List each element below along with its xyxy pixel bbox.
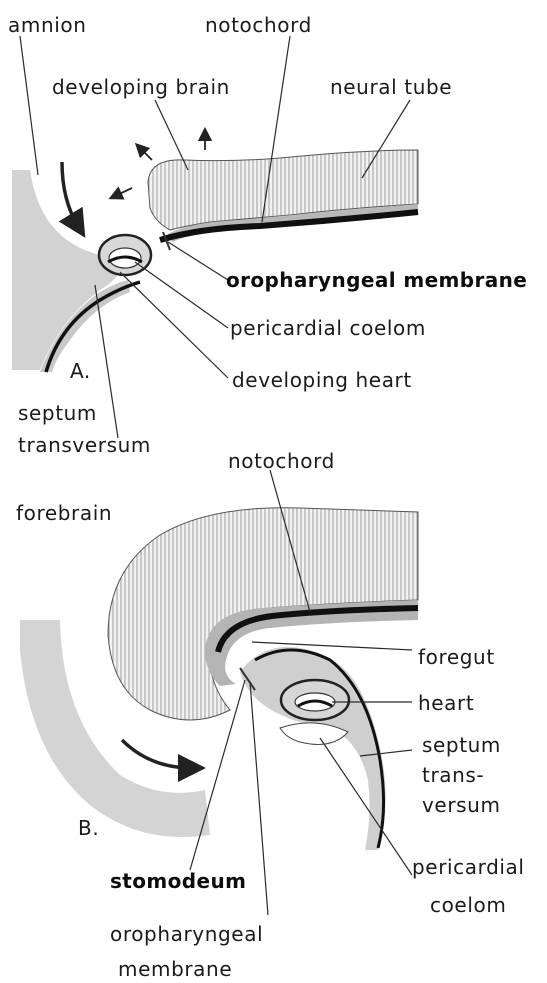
label-notochord-a: notochord bbox=[205, 13, 312, 37]
leader-pericardial-a bbox=[135, 262, 228, 328]
panel-label-a: A. bbox=[70, 359, 91, 383]
label-septum-a-line2: transversum bbox=[18, 433, 151, 457]
pharynx-region-b bbox=[240, 647, 386, 850]
curved-arrow-b bbox=[122, 740, 192, 768]
label-oropharyngeal-b-line2: membrane bbox=[118, 957, 232, 981]
arrow-left-a bbox=[115, 188, 132, 196]
label-developing-heart: developing heart bbox=[232, 368, 412, 392]
label-septum-b-line2: trans- bbox=[422, 763, 484, 787]
label-septum-b-line1: septum bbox=[422, 733, 501, 757]
leader-oropharyngeal-a bbox=[168, 242, 228, 280]
label-notochord-b: notochord bbox=[228, 449, 335, 473]
curved-arrow-a bbox=[62, 162, 78, 226]
label-developing-brain: developing brain bbox=[52, 75, 230, 99]
label-septum-a-line1: septum bbox=[18, 401, 97, 425]
arrow-upleft-a bbox=[140, 148, 152, 160]
label-oropharyngeal-a: oropharyngeal membrane bbox=[226, 268, 527, 292]
label-foregut: foregut bbox=[418, 645, 495, 669]
label-septum-b-line3: versum bbox=[422, 793, 501, 817]
label-pericardial-b-line2: coelom bbox=[430, 893, 506, 917]
panel-label-b: B. bbox=[78, 816, 99, 840]
leader-septum-a bbox=[95, 285, 118, 438]
label-oropharyngeal-b-line1: oropharyngeal bbox=[110, 922, 263, 946]
leader-developing-brain bbox=[155, 100, 188, 170]
label-neural-tube: neural tube bbox=[330, 75, 452, 99]
label-stomodeum: stomodeum bbox=[110, 869, 246, 893]
label-heart-b: heart bbox=[418, 691, 474, 715]
label-pericardial-a: pericardial coelom bbox=[230, 316, 426, 340]
label-forebrain: forebrain bbox=[16, 501, 112, 525]
label-pericardial-b-line1: pericardial bbox=[412, 855, 525, 879]
panel-a: amnion notochord developing brain neural… bbox=[8, 13, 527, 457]
leader-oropharyngeal-b bbox=[250, 682, 268, 915]
panel-b: notochord forebrain foregut heart septum… bbox=[16, 449, 525, 981]
leader-amnion bbox=[20, 36, 38, 175]
label-amnion: amnion bbox=[8, 13, 86, 37]
leader-heart-a bbox=[120, 272, 228, 378]
